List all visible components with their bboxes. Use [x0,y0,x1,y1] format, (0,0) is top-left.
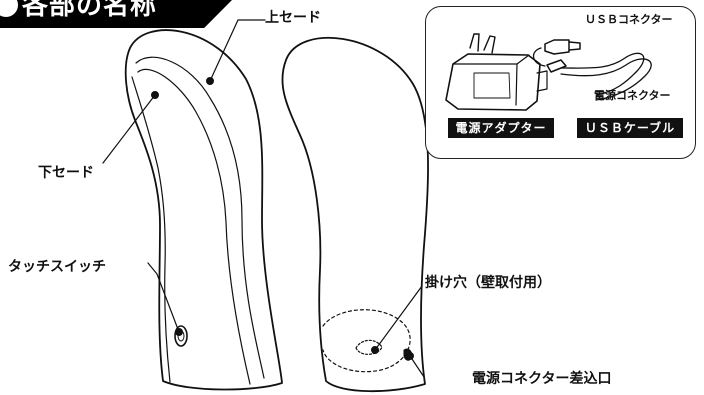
lower-shade-label: 下セード [38,165,94,181]
bullet-circle-icon [0,0,18,17]
wall-hole-icon [355,339,383,355]
usb-cable-icon [532,39,652,101]
touch-switch-icon [174,325,188,347]
page-title: 各部の名称 [22,0,158,21]
power-connector-label: 電源コネクター [594,89,671,102]
wall-hole-label: 掛け穴（壁取付用） [425,275,551,291]
power-connector-port-label: 電源コネクター差込口 [472,371,612,387]
upper-shade-label: 上セード [265,10,321,26]
usb-cable-tag: ＵＳＢケーブル [577,118,683,138]
power-adapter-icon [445,33,548,111]
title-banner: 各部の名称 [0,0,232,28]
power-adapter-tag: 電源アダプター [448,118,554,138]
touch-switch-label: タッチスイッチ [8,259,106,275]
usb-connector-label: ＵＳＢコネクター [585,13,673,26]
